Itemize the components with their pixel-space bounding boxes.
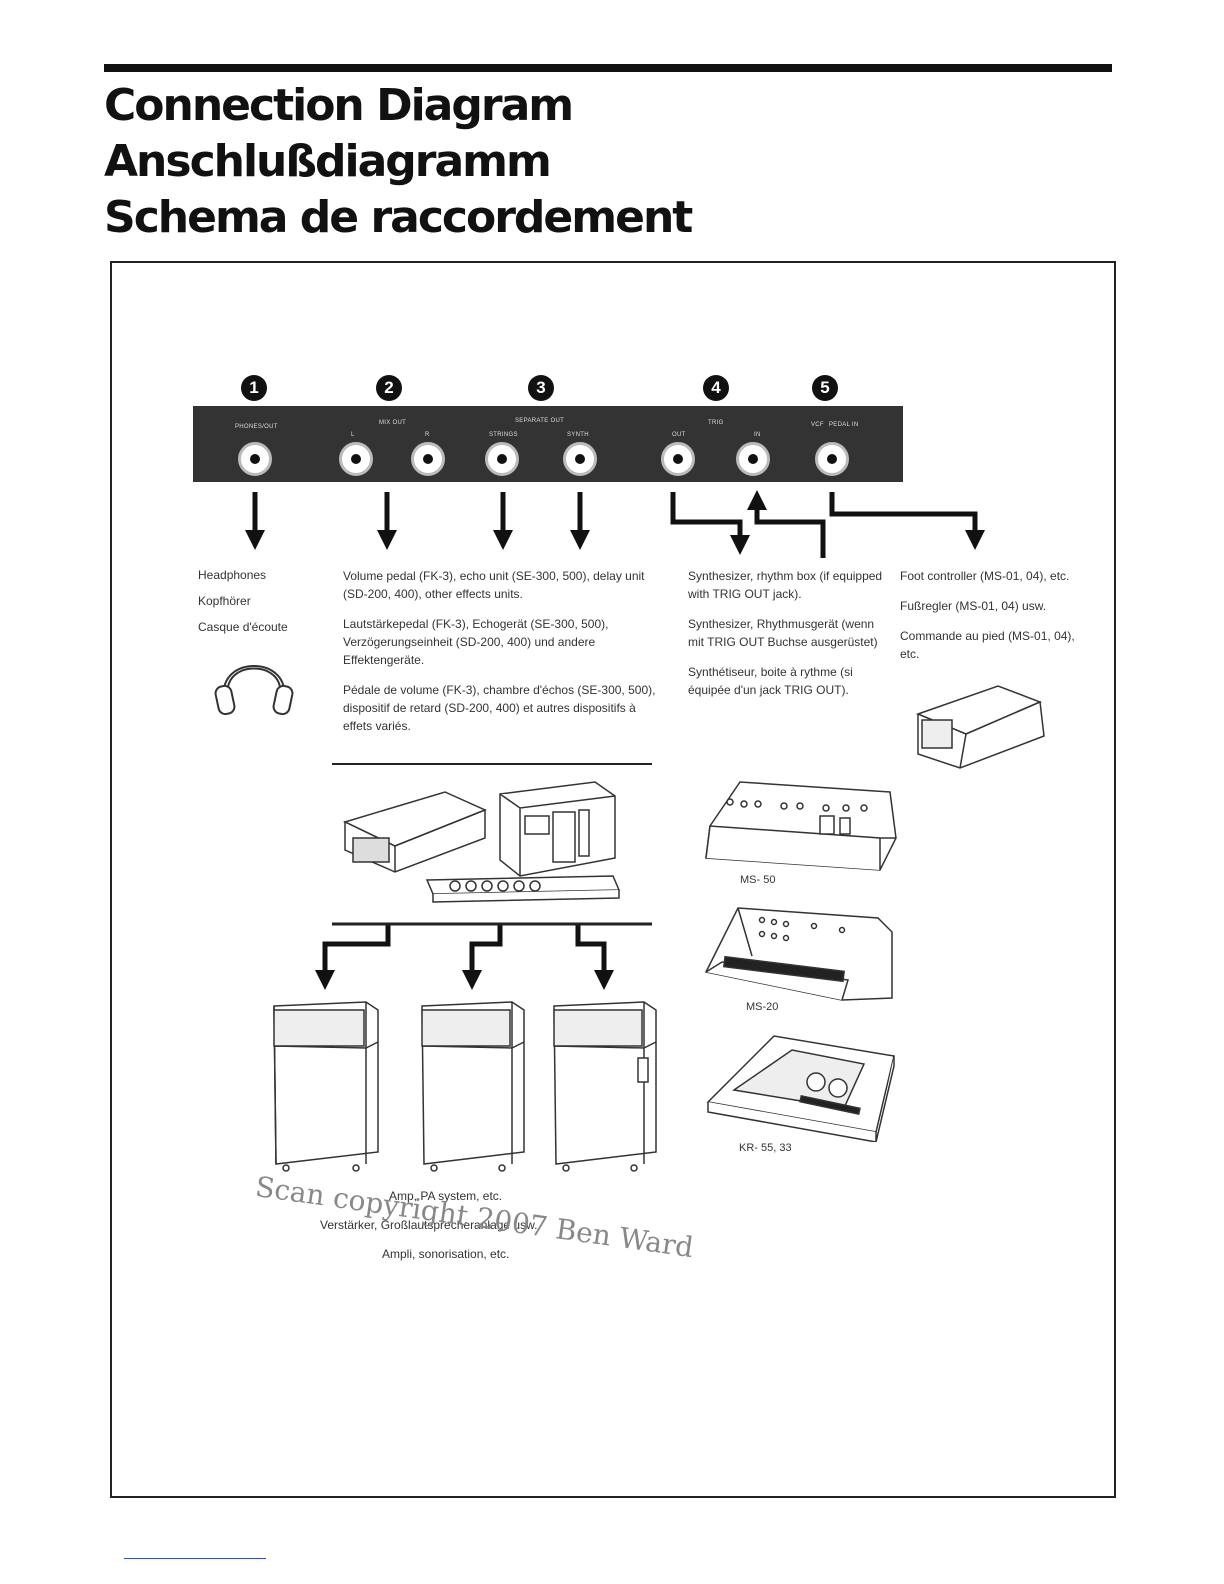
ms50-icon	[705, 781, 897, 871]
amp-3	[553, 1001, 657, 1172]
label-mix-left: L	[351, 432, 355, 438]
arrow-to-amp-2	[462, 924, 503, 990]
kr55-icon	[706, 1035, 895, 1142]
number-5: 5	[812, 375, 838, 401]
title-english: Connection Diagram	[104, 80, 574, 131]
foot-controller-icon	[915, 685, 1045, 769]
effects-de: Lautstärkepedal (FK-3), Echogerät (SE-30…	[343, 617, 609, 667]
amp-2	[421, 1001, 525, 1172]
pedal-in-jack	[815, 442, 849, 476]
foot-controller-text: Foot controller (MS-01, 04), etc. Fußreg…	[900, 567, 1096, 675]
number-1: 1	[241, 375, 267, 401]
model-kr55: KR- 55, 33	[739, 1142, 792, 1154]
amp-1	[273, 1001, 379, 1172]
amp-label-fr: Ampli, sonorisation, etc.	[382, 1247, 510, 1261]
amp-label-en: Amp, PA system, etc.	[389, 1189, 503, 1203]
label-trig: TRIG	[708, 420, 724, 426]
effects-fr: Pédale de volume (FK-3), chambre d'échos…	[343, 683, 656, 733]
label-vcf: VCF	[811, 422, 824, 428]
ms20-icon	[704, 907, 893, 1001]
label-synth: SYNTH	[567, 432, 589, 438]
mix-out-right-jack	[411, 442, 445, 476]
arrow-trig-out	[670, 492, 750, 555]
rear-panel: PHONES/OUT MIX OUT L R SEPARATE OUT STRI…	[193, 406, 903, 482]
model-ms20: MS-20	[746, 1001, 779, 1013]
label-strings: STRINGS	[489, 432, 518, 438]
label-trig-out: OUT	[672, 432, 686, 438]
label-pedal-in: PEDAL IN	[829, 422, 859, 428]
arrow-trig-in	[747, 490, 826, 558]
trig-in-jack	[736, 442, 770, 476]
headphones-icon	[214, 665, 294, 716]
strings-out-jack	[485, 442, 519, 476]
arrow-pedal-in	[829, 492, 985, 550]
trig-out-jack	[661, 442, 695, 476]
foot-fr: Commande au pied (MS-01, 04), etc.	[900, 629, 1075, 661]
amplifiers-illustration	[273, 1001, 657, 1172]
top-rule	[104, 64, 1112, 72]
title-french: Schema de raccordement	[104, 192, 693, 243]
label-mix-out: MIX OUT	[379, 420, 407, 426]
model-ms50: MS- 50	[740, 874, 776, 886]
label-trig-in: IN	[754, 432, 761, 438]
label-phones-out: PHONES/OUT	[235, 424, 278, 430]
effects-text: Volume pedal (FK-3), echo unit (SE-300, …	[343, 567, 657, 747]
arrow-to-amp-1	[315, 924, 391, 990]
bottom-rule	[124, 1558, 266, 1559]
effects-units-illustration	[342, 781, 621, 903]
phones-out-jack	[238, 442, 272, 476]
synth-de: Synthesizer, Rhythmusgerät (wenn mit TRI…	[688, 617, 878, 649]
synth-out-jack	[563, 442, 597, 476]
headphones-text: Headphones Kopfhörer Casque d'écoute	[198, 566, 328, 636]
headphones-de: Kopfhörer	[198, 594, 251, 608]
synth-en: Synthesizer, rhythm box (if equipped wit…	[688, 569, 883, 601]
amp-label-de: Verstärker, Großlautsprecheranlage usw.	[320, 1218, 538, 1232]
arrow-to-amp-3	[575, 924, 614, 990]
title-german: Anschlußdiagramm	[104, 136, 552, 187]
synth-text: Synthesizer, rhythm box (if equipped wit…	[688, 567, 888, 711]
label-mix-right: R	[425, 432, 430, 438]
label-separate-out: SEPARATE OUT	[515, 418, 565, 424]
number-3: 3	[528, 375, 554, 401]
headphones-en: Headphones	[198, 568, 267, 582]
number-2: 2	[376, 375, 402, 401]
effects-en: Volume pedal (FK-3), echo unit (SE-300, …	[343, 569, 645, 601]
headphones-fr: Casque d'écoute	[198, 620, 288, 634]
mix-out-left-jack	[339, 442, 373, 476]
diagram-frame	[110, 261, 1116, 1498]
foot-de: Fußregler (MS-01, 04) usw.	[900, 599, 1047, 613]
synth-fr: Synthétiseur, boite à rythme (si équipée…	[688, 665, 853, 697]
foot-en: Foot controller (MS-01, 04), etc.	[900, 569, 1070, 583]
number-4: 4	[703, 375, 729, 401]
